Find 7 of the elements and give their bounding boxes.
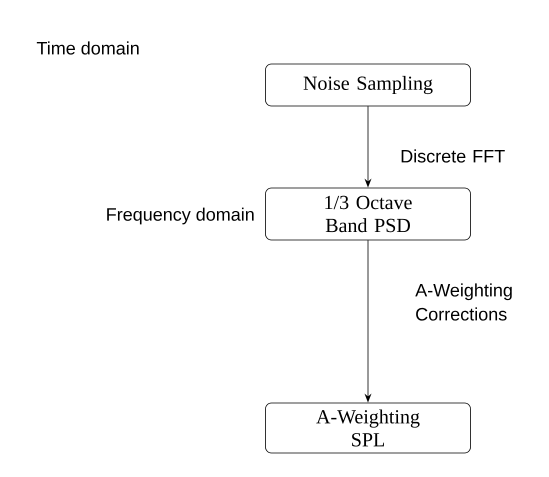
edge-label: A-Weighting Corrections [415,283,512,321]
side-label: Time domain [36,41,139,55]
edge-label: Discrete FFT [402,149,505,163]
process-box: A-Weighting SPL [265,402,471,454]
process-box: Noise Sampling [265,64,471,106]
process-box: 1/3 Octave Band PSD [265,188,471,240]
side-label: Frequency domain [107,208,254,224]
